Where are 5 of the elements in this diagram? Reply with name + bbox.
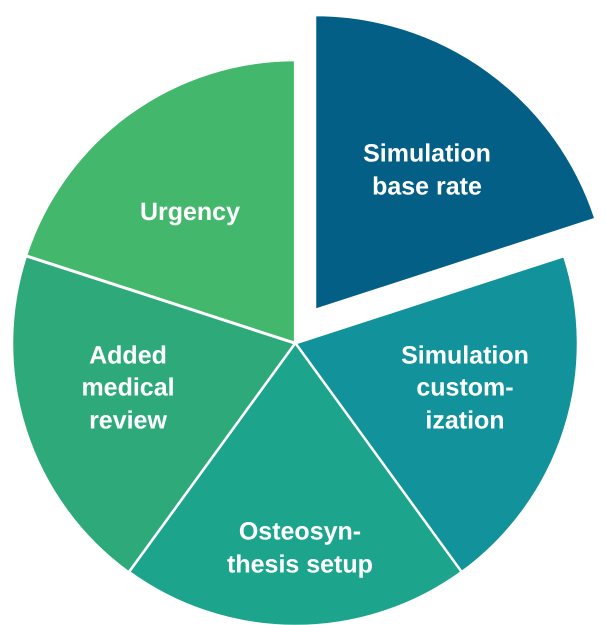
slice-label: Simulation base rate <box>362 138 492 202</box>
slice-label: Simulation custom- ization <box>400 340 530 436</box>
slice-label: Added medical review <box>80 340 176 436</box>
slice-label: Osteosyn- thesis setup <box>226 516 374 580</box>
slice-label: Urgency <box>138 196 241 228</box>
